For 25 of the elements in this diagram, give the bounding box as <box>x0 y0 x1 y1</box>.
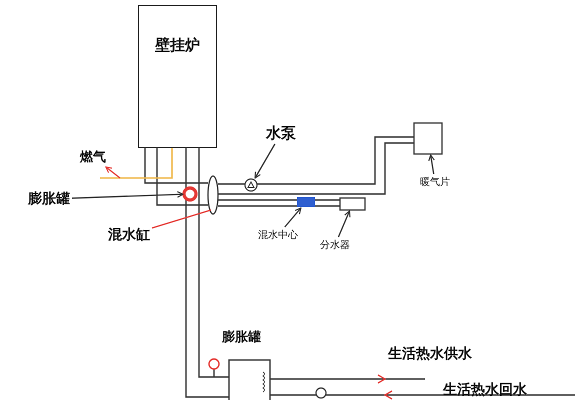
callout-label: 生活热水供水 <box>388 345 472 363</box>
mixing-center-block <box>297 197 315 207</box>
leader-line <box>152 209 212 229</box>
pump-symbol <box>244 178 258 192</box>
callout-label: 燃气 <box>80 149 106 166</box>
boiler-label: 壁挂炉 <box>154 36 201 55</box>
arrow <box>254 144 276 179</box>
arrow <box>284 207 302 228</box>
callout-label: 膨胀罐 <box>28 190 70 208</box>
callout-label: 水泵 <box>266 124 296 143</box>
arrow <box>72 191 184 199</box>
mixing-tank-symbol <box>207 175 219 215</box>
boiler-box <box>138 5 217 148</box>
callout-label: 混水缸 <box>108 226 150 244</box>
callout-label: 分水器 <box>320 238 350 252</box>
ring-symbol <box>182 186 198 202</box>
radiator-box <box>413 122 443 155</box>
arrow <box>428 154 435 174</box>
callout-label: 暖气片 <box>420 176 450 189</box>
arrow <box>338 210 350 238</box>
manifold-box <box>339 197 366 211</box>
arrow <box>105 166 120 179</box>
callout-label: 生活热水回水 <box>443 381 527 399</box>
callout-label: 膨胀罐 <box>222 329 261 346</box>
callout-label: 混水中心 <box>258 228 298 242</box>
